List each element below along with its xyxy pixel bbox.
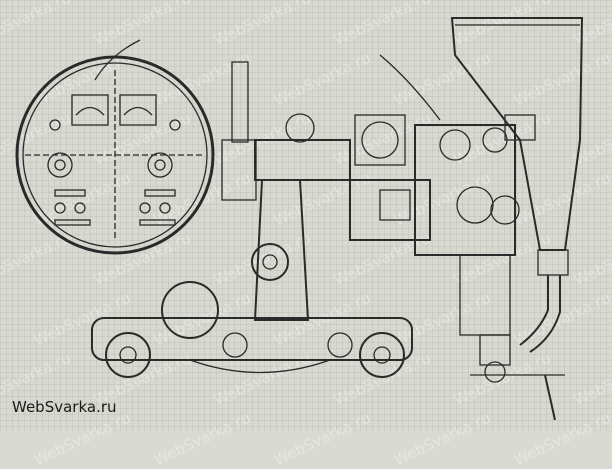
carriage bbox=[91, 281, 413, 378]
welding-tractor-drawing bbox=[15, 17, 584, 421]
flux-hopper bbox=[450, 17, 584, 353]
welding-head bbox=[459, 254, 565, 421]
gauge-right-icon bbox=[119, 94, 157, 126]
column bbox=[221, 54, 441, 321]
gauge-left-icon bbox=[71, 94, 109, 126]
site-caption: WebSvarka.ru bbox=[12, 398, 117, 416]
control-panel bbox=[15, 39, 215, 255]
feed-unit bbox=[349, 114, 536, 256]
